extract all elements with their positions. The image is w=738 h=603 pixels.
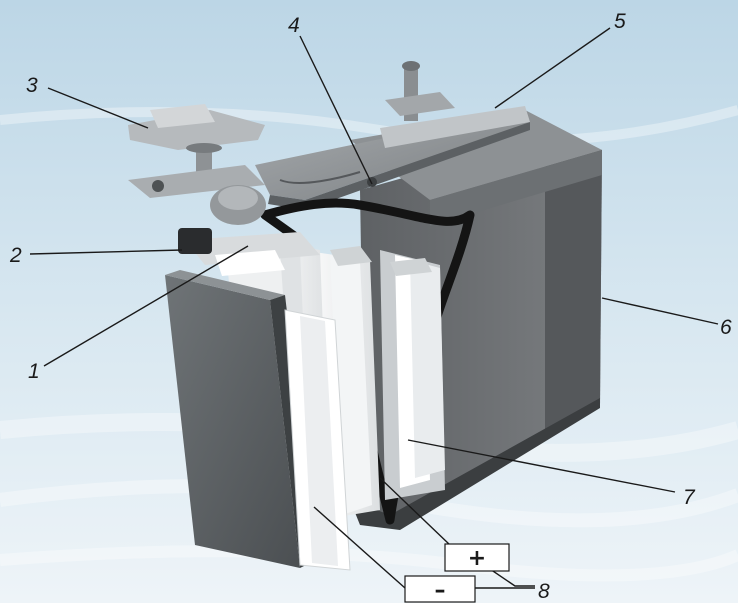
leader-minus	[313, 506, 406, 589]
leader-8-plus	[486, 566, 535, 587]
callout-8: 8	[538, 580, 550, 603]
leader-plus	[379, 477, 451, 546]
positive-sign: +	[468, 546, 486, 571]
callout-6: 6	[720, 316, 732, 339]
leader-4	[299, 35, 373, 185]
callout-3: 3	[26, 74, 38, 97]
leader-7	[407, 439, 676, 493]
callout-7: 7	[683, 486, 696, 509]
callout-2: 2	[9, 244, 22, 267]
negative-sign: –	[435, 578, 446, 603]
leader-6	[601, 297, 719, 325]
busbars	[178, 228, 432, 276]
callout-4: 4	[288, 14, 300, 37]
polarity-boxes: + –	[404, 543, 510, 603]
positive-box	[444, 543, 510, 572]
leader-5	[494, 27, 611, 109]
leader-lines	[29, 27, 719, 589]
callout-labels: 1 2 3 4 5 6 7 8	[9, 10, 732, 603]
leader-3	[47, 87, 149, 129]
terminal-right	[380, 61, 530, 148]
terminal-left	[128, 104, 266, 225]
separator-sheet-inner	[300, 316, 338, 566]
leader-1	[43, 245, 249, 367]
callout-5: 5	[614, 10, 626, 33]
callout-1: 1	[28, 360, 40, 383]
negative-box	[404, 575, 476, 603]
leader-2	[29, 249, 183, 255]
